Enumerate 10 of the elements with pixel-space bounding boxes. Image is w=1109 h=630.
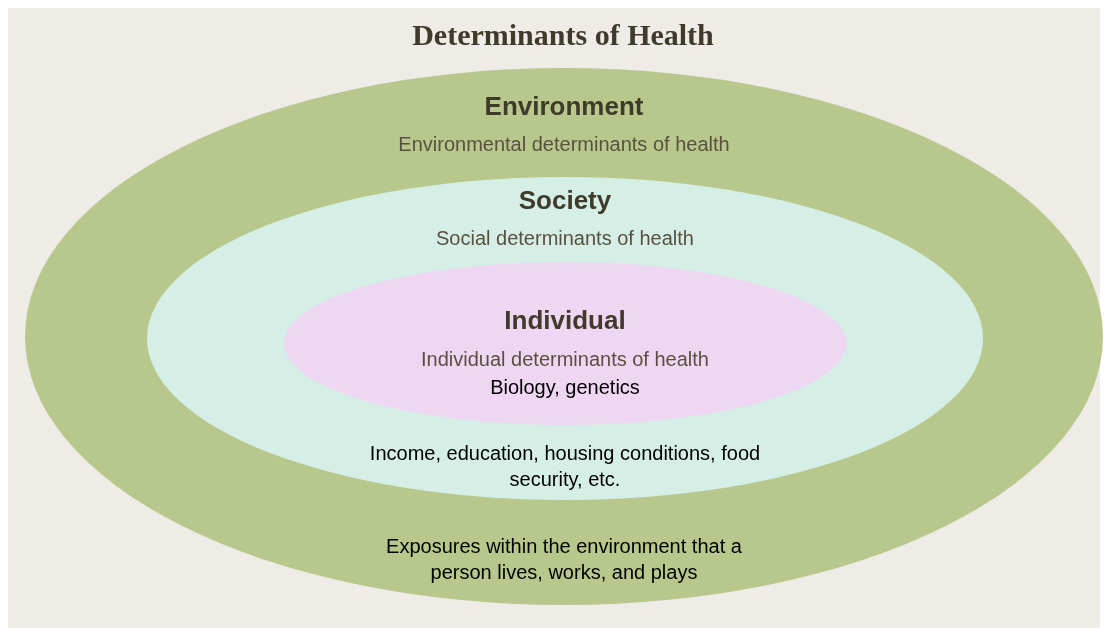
ring-description: Biology, genetics [489,375,641,400]
ring-subtitle: Environmental determinants of health [398,132,730,157]
ring-description: Income, education, housing conditions, food security, etc. [368,441,762,492]
diagram-title: Determinants of Health [412,18,714,52]
ring-description: Exposures within the environment that a person lives, works, and plays [385,534,743,585]
ring-subtitle: Individual determinants of health [421,347,709,372]
ring-heading: Individual [504,304,626,337]
ring-subtitle: Social determinants of health [436,226,694,251]
ring-heading: Society [518,184,612,217]
ring-heading: Environment [484,90,644,123]
